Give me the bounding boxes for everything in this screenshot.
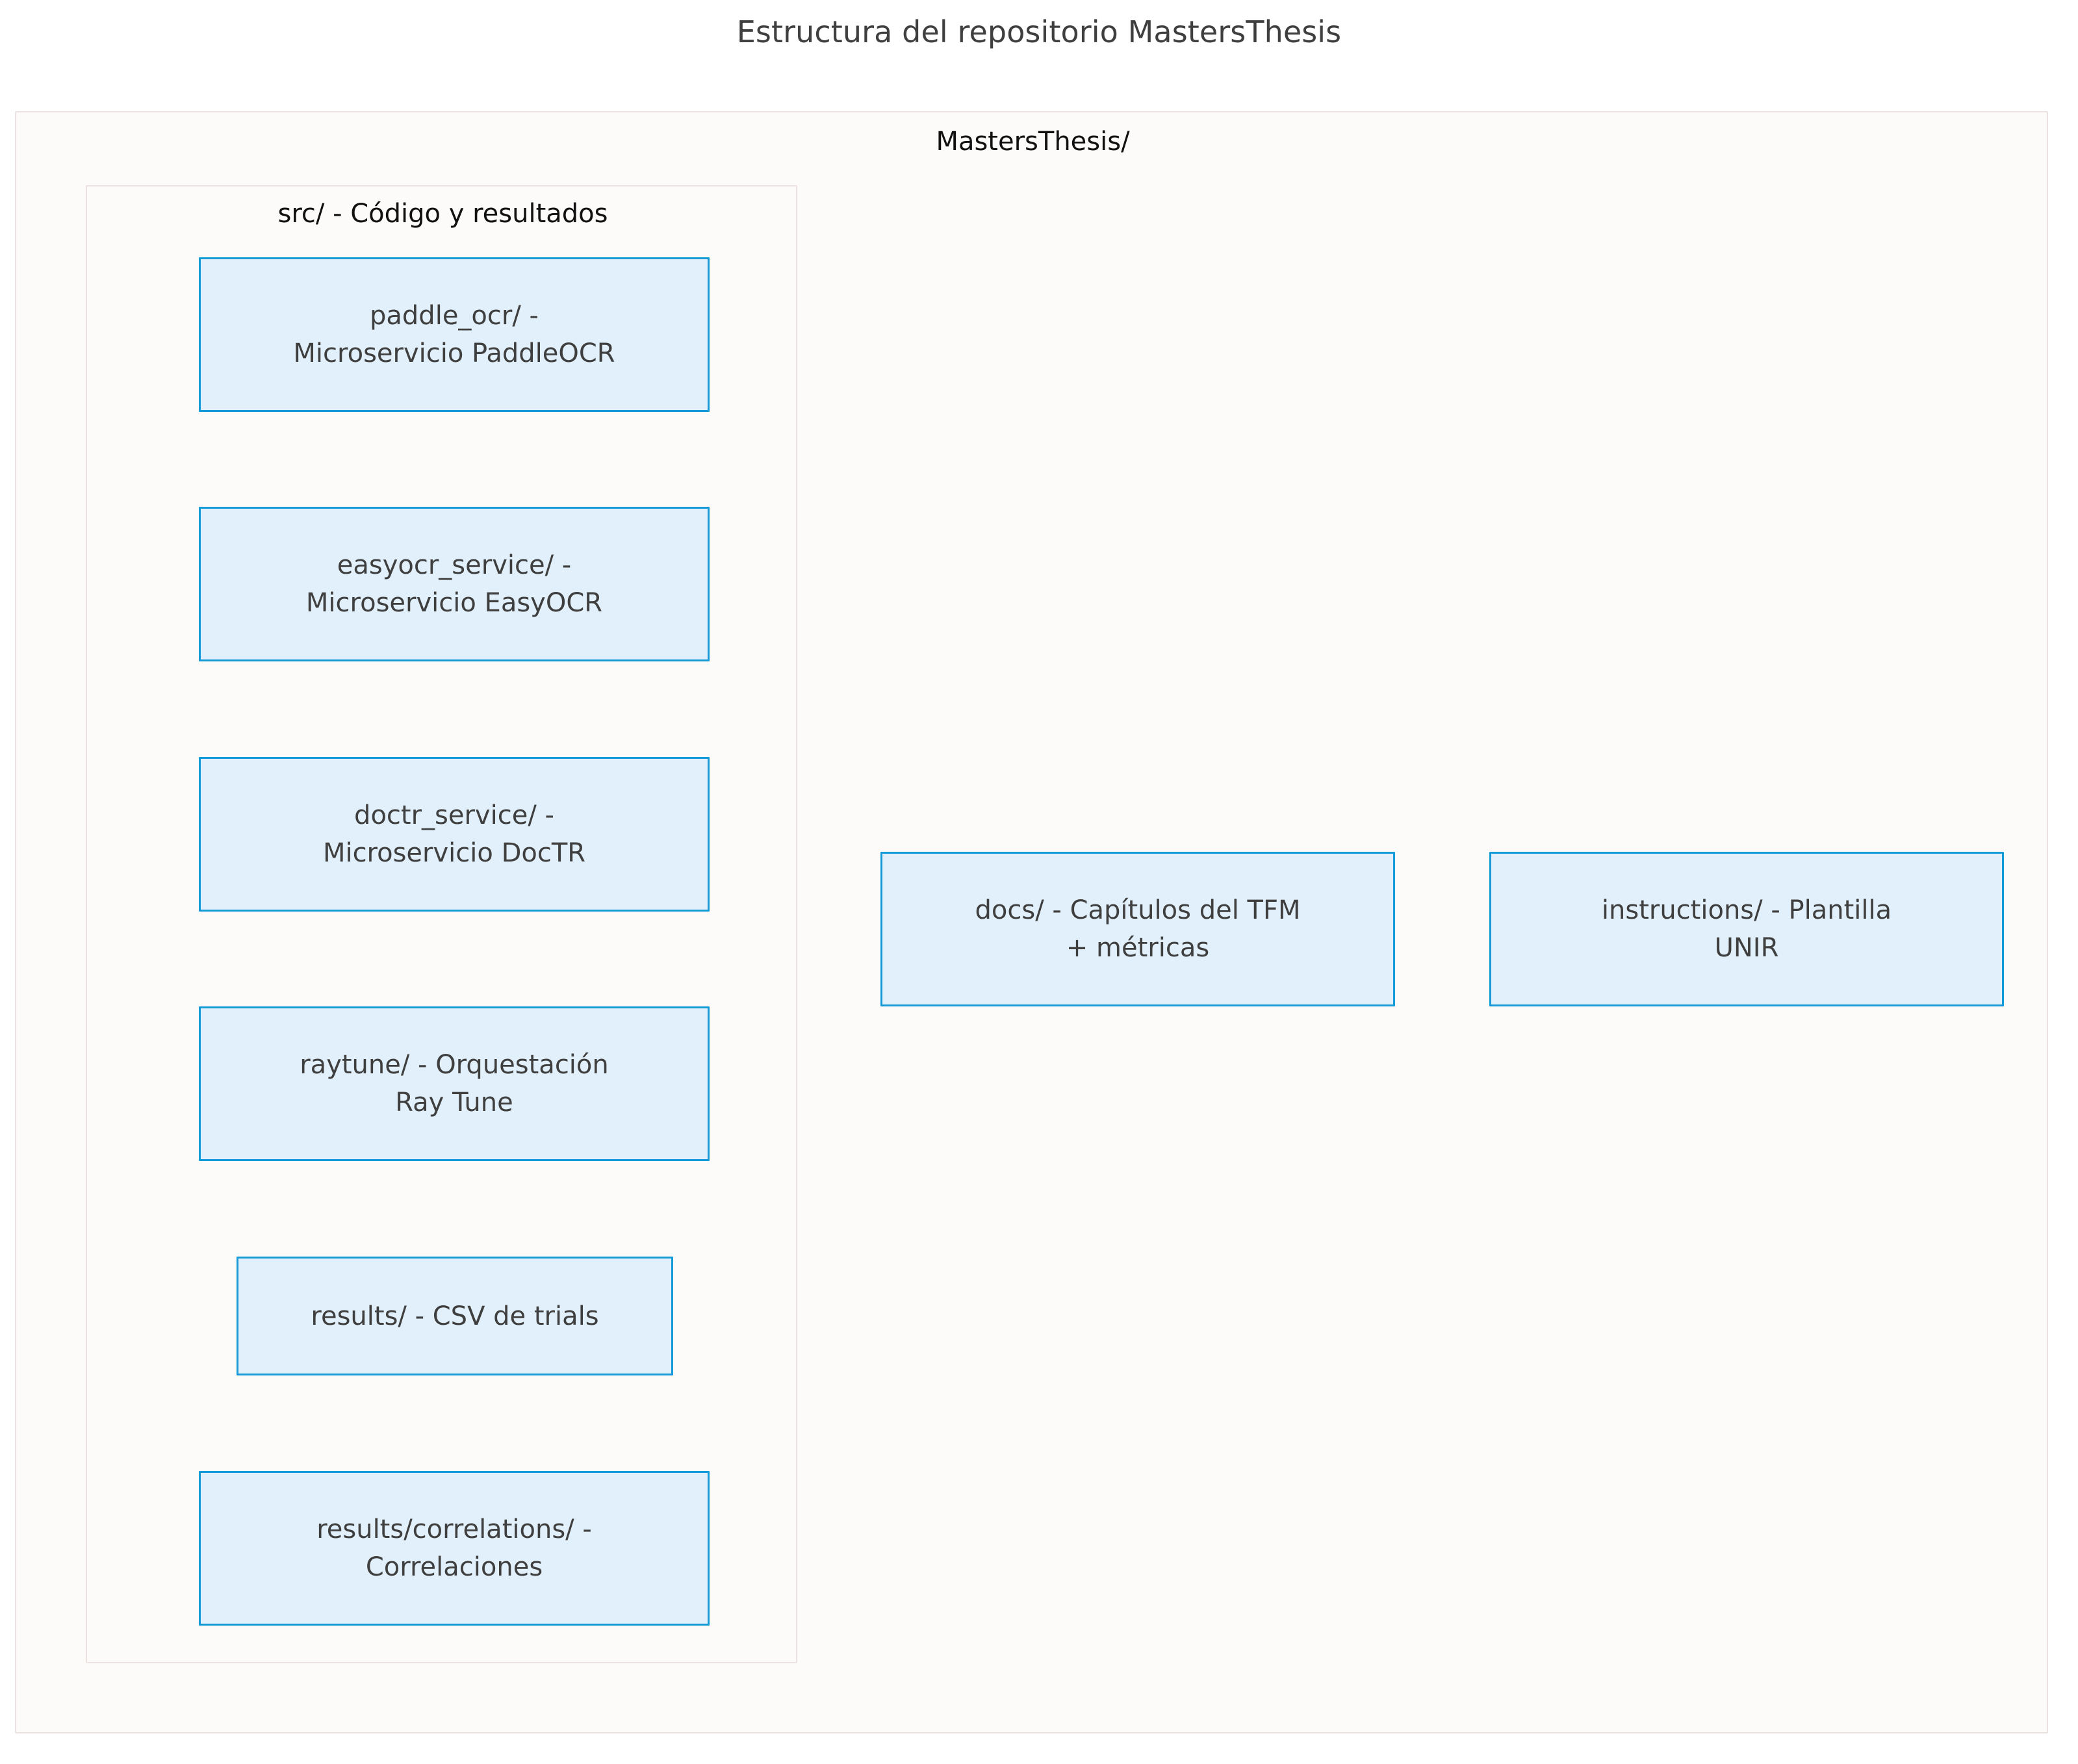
node-paddle-ocr-label: paddle_ocr/ - Microservicio PaddleOCR: [293, 301, 615, 368]
node-doctr-service-label: doctr_service/ - Microservicio DocTR: [322, 800, 586, 868]
node-raytune-label: raytune/ - Orquestación Ray Tune: [300, 1050, 609, 1118]
node-instructions[interactable]: instructions/ - Plantilla UNIR: [1489, 852, 2004, 1006]
cluster-masters-thesis-label: MastersThesis/: [936, 127, 1130, 157]
node-instructions-label: instructions/ - Plantilla UNIR: [1601, 895, 1892, 963]
cluster-src: src/ - Código y resultados paddle_ocr/ -…: [86, 185, 797, 1663]
node-raytune[interactable]: raytune/ - Orquestación Ray Tune: [199, 1006, 710, 1161]
node-results-correlations-label: results/correlations/ - Correlaciones: [316, 1515, 592, 1582]
node-easyocr-service[interactable]: easyocr_service/ - Microservicio EasyOCR: [199, 507, 710, 661]
cluster-masters-thesis: MastersThesis/ src/ - Código y resultado…: [15, 111, 2048, 1733]
node-doctr-service[interactable]: doctr_service/ - Microservicio DocTR: [199, 757, 710, 912]
node-results[interactable]: results/ - CSV de trials: [237, 1257, 673, 1375]
node-docs-label: docs/ - Capítulos del TFM + métricas: [975, 895, 1301, 963]
diagram-title: Estructura del repositorio MastersThesis: [736, 14, 1342, 49]
node-results-correlations[interactable]: results/correlations/ - Correlaciones: [199, 1471, 710, 1626]
node-paddle-ocr[interactable]: paddle_ocr/ - Microservicio PaddleOCR: [199, 257, 710, 412]
node-results-label: results/ - CSV de trials: [311, 1301, 599, 1331]
node-docs[interactable]: docs/ - Capítulos del TFM + métricas: [880, 852, 1395, 1006]
node-easyocr-service-label: easyocr_service/ - Microservicio EasyOCR: [305, 550, 603, 618]
cluster-src-label: src/ - Código y resultados: [277, 199, 608, 229]
